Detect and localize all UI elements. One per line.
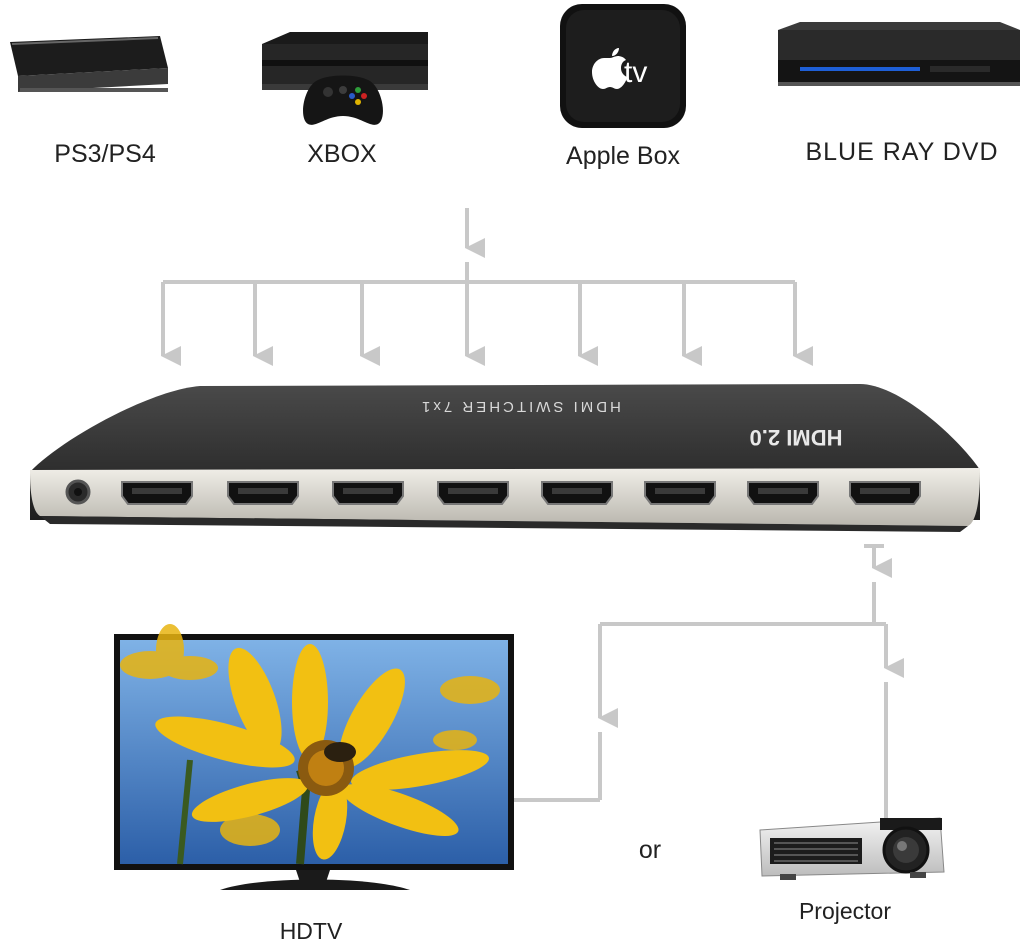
output-label-hdtv: HDTV — [279, 918, 343, 944]
hdmi-port — [747, 481, 819, 505]
output-arrows — [514, 544, 904, 818]
apple-tv-icon: tv — [560, 4, 686, 128]
hdmi-port — [644, 481, 716, 505]
hdmi-port — [121, 481, 193, 505]
hdmi-port — [849, 481, 921, 505]
hdtv-icon — [114, 624, 514, 890]
hdmi-switcher: HDMI SWITCHER 7x1 HDMI 2.0 — [30, 384, 980, 532]
game-console-icon — [10, 36, 168, 92]
input-arrows — [161, 208, 813, 366]
hdmi-port — [437, 481, 509, 505]
xbox-console-icon — [262, 32, 428, 125]
output-label-projector: Projector — [798, 898, 892, 924]
projector-icon — [759, 817, 945, 880]
apple-tv-logo-text: tv — [624, 56, 647, 89]
source-label-bluray: BLUE RAY DVD — [805, 138, 999, 166]
connector-word: or — [638, 836, 662, 864]
switcher-badge: HDMI 2.0 — [750, 425, 843, 450]
switcher-title: HDMI SWITCHER 7x1 — [419, 398, 621, 415]
source-label-xbox: XBOX — [307, 140, 377, 168]
bluray-player-icon — [778, 22, 1020, 86]
hdmi-port — [332, 481, 404, 505]
hdmi-port — [227, 481, 299, 505]
hdmi-port — [541, 481, 613, 505]
source-label-ps: PS3/PS4 — [54, 140, 156, 168]
source-label-apple-box: Apple Box — [566, 142, 680, 170]
